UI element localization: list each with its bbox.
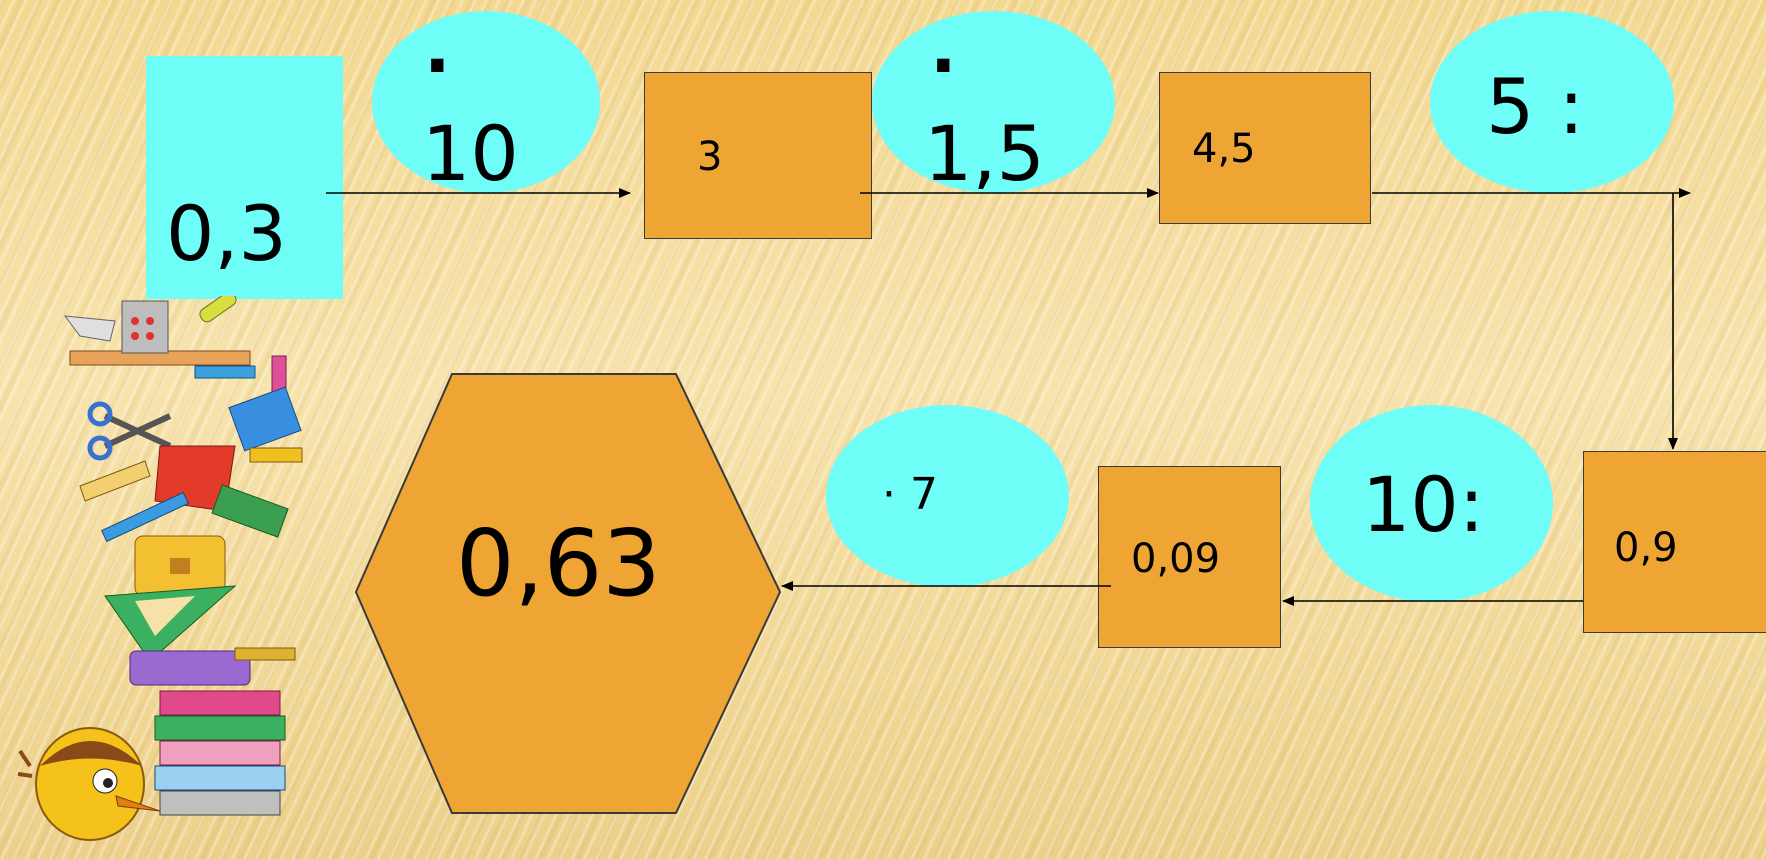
operation-5-text: · 7 <box>882 469 938 520</box>
box-0-9-value: 0,9 <box>1614 525 1678 571</box>
box-3-value: 3 <box>697 134 723 180</box>
start-box: 0,3 <box>146 56 343 299</box>
operation-4-text: 10: <box>1362 460 1485 549</box>
operation-oval-3: 5 : <box>1430 11 1674 193</box>
box-4-5-value: 4,5 <box>1192 126 1256 172</box>
operation-2-number: 1,5 <box>924 109 1045 198</box>
box-0-9: 0,9 <box>1583 451 1766 633</box>
result-hexagon <box>354 373 782 814</box>
operation-1-number: 10 <box>422 109 519 198</box>
school-supplies-stack-icon <box>17 296 303 841</box>
box-4-5: 4,5 <box>1159 72 1371 224</box>
operation-1-symbol: · <box>424 25 451 107</box>
operation-oval-4: 10: <box>1310 405 1553 602</box>
start-value: 0,3 <box>166 189 287 278</box>
operation-oval-1: · 10 <box>372 11 600 193</box>
box-0-09-value: 0,09 <box>1131 536 1221 582</box>
result-value: 0,63 <box>456 510 661 617</box>
operation-3-text: 5 : <box>1486 62 1585 151</box>
operation-2-symbol: · <box>930 25 957 107</box>
box-3: 3 <box>644 72 872 239</box>
operation-oval-5: · 7 <box>826 405 1069 587</box>
operation-oval-2: · 1,5 <box>872 11 1115 193</box>
box-0-09: 0,09 <box>1098 466 1281 648</box>
